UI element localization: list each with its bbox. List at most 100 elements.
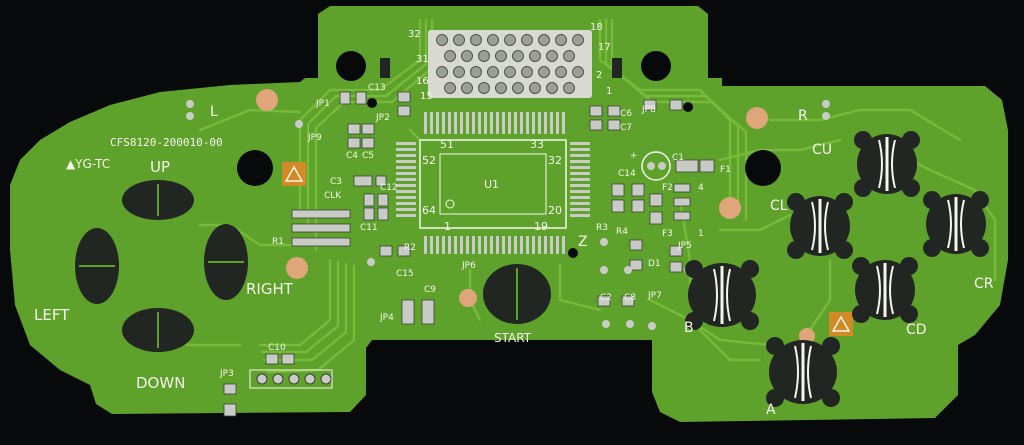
chip-pin	[502, 236, 505, 254]
chip-pin	[502, 112, 505, 134]
chip-pin	[520, 112, 523, 134]
svg-text:JP7: JP7	[647, 291, 662, 301]
a-button-contact	[766, 337, 840, 407]
connector-pin	[453, 34, 465, 46]
chip-pin	[436, 112, 439, 134]
chip-pin	[526, 236, 529, 254]
chip-pin	[496, 112, 499, 134]
chip-pin	[396, 154, 416, 157]
chip-pin	[570, 208, 590, 211]
connector-pin	[461, 50, 473, 62]
label-cu: CU	[812, 142, 832, 158]
svg-text:C9: C9	[424, 285, 436, 295]
chip-pin	[396, 142, 416, 145]
svg-text:JP4: JP4	[379, 313, 394, 323]
chip-pin	[570, 142, 590, 145]
connector-pin	[529, 82, 541, 94]
svg-text:JP8: JP8	[641, 105, 656, 115]
part-number: CFS8120-200010-00	[110, 136, 223, 149]
connector-pin	[529, 50, 541, 62]
connector-pin	[504, 34, 516, 46]
connector-pin	[521, 34, 533, 46]
c-down-contact	[852, 257, 918, 323]
label-cr: CR	[974, 276, 994, 292]
label-a: A	[766, 402, 776, 418]
svg-text:D1: D1	[648, 259, 661, 269]
label-right: RIGHT	[246, 280, 294, 298]
chip-pin	[538, 112, 541, 134]
svg-text:C12: C12	[380, 183, 398, 193]
chip-pin	[570, 178, 590, 181]
svg-text:C5: C5	[362, 151, 374, 161]
svg-text:1: 1	[606, 86, 612, 97]
svg-text:R1: R1	[272, 237, 284, 247]
svg-text:51: 51	[440, 138, 454, 151]
connector-pin-numbers: 32 31 16 15 18 17 2 1	[408, 22, 612, 102]
chip-pin	[396, 172, 416, 175]
svg-text:C11: C11	[360, 223, 378, 233]
svg-text:C1: C1	[672, 153, 684, 163]
chip-pin	[514, 112, 517, 134]
connector-pin	[572, 34, 584, 46]
svg-text:F3: F3	[662, 229, 673, 239]
label-b: B	[684, 320, 694, 336]
chip-pin	[508, 236, 511, 254]
svg-text:C7: C7	[620, 123, 632, 133]
chip-pin	[472, 236, 475, 254]
connector-pin	[495, 82, 507, 94]
connector-pin	[546, 50, 558, 62]
connector-pin	[555, 66, 567, 78]
svg-text:C4: C4	[346, 151, 358, 161]
silkscreen-labels: UP DOWN LEFT RIGHT START A B CU CD CL CR…	[34, 104, 994, 418]
chip-pin	[442, 236, 445, 254]
chip-pin	[550, 236, 553, 254]
connector-pin	[504, 66, 516, 78]
svg-text:F2: F2	[662, 183, 673, 193]
connector-pin	[546, 82, 558, 94]
chip-pin	[478, 112, 481, 134]
b-button-contact	[685, 260, 759, 330]
chip-pin	[396, 190, 416, 193]
smd-components	[223, 91, 715, 417]
svg-text:32: 32	[548, 154, 562, 167]
chip-pin	[490, 112, 493, 134]
svg-text:52: 52	[422, 154, 436, 167]
svg-text:C8: C8	[624, 293, 636, 303]
chip-pin	[570, 190, 590, 193]
chip-pin	[396, 160, 416, 163]
vias	[186, 100, 830, 330]
connector-pin	[436, 66, 448, 78]
svg-text:C15: C15	[396, 269, 414, 279]
svg-text:2: 2	[596, 70, 602, 81]
chip-pin	[466, 236, 469, 254]
controller-port-connector	[380, 30, 622, 98]
gold-test-pads	[256, 89, 815, 344]
chip-pin	[424, 112, 427, 134]
label-z: Z	[578, 234, 588, 250]
chip-pin	[466, 112, 469, 134]
chip-pin	[532, 112, 535, 134]
connector-pin	[538, 66, 550, 78]
connector-pin	[470, 66, 482, 78]
svg-text:20: 20	[548, 204, 562, 217]
chip-pin	[570, 160, 590, 163]
chip-pin	[544, 112, 547, 134]
connector-pin	[478, 82, 490, 94]
mounting-holes	[237, 51, 781, 305]
svg-text:15: 15	[420, 91, 433, 102]
chip-pin	[484, 236, 487, 254]
label-r: R	[798, 108, 808, 124]
svg-text:C2: C2	[600, 293, 612, 303]
chip-pin	[396, 178, 416, 181]
chip-pin	[454, 236, 457, 254]
chip-pin	[496, 236, 499, 254]
chip-pin	[570, 214, 590, 217]
svg-text:1: 1	[444, 220, 451, 233]
microcontroller-u1	[396, 112, 590, 254]
connector-pin	[555, 34, 567, 46]
connector-pin	[512, 82, 524, 94]
capacitor-c1	[641, 151, 671, 181]
connector-pin	[512, 50, 524, 62]
c-right-contact	[923, 191, 989, 257]
chip-pin	[508, 112, 511, 134]
